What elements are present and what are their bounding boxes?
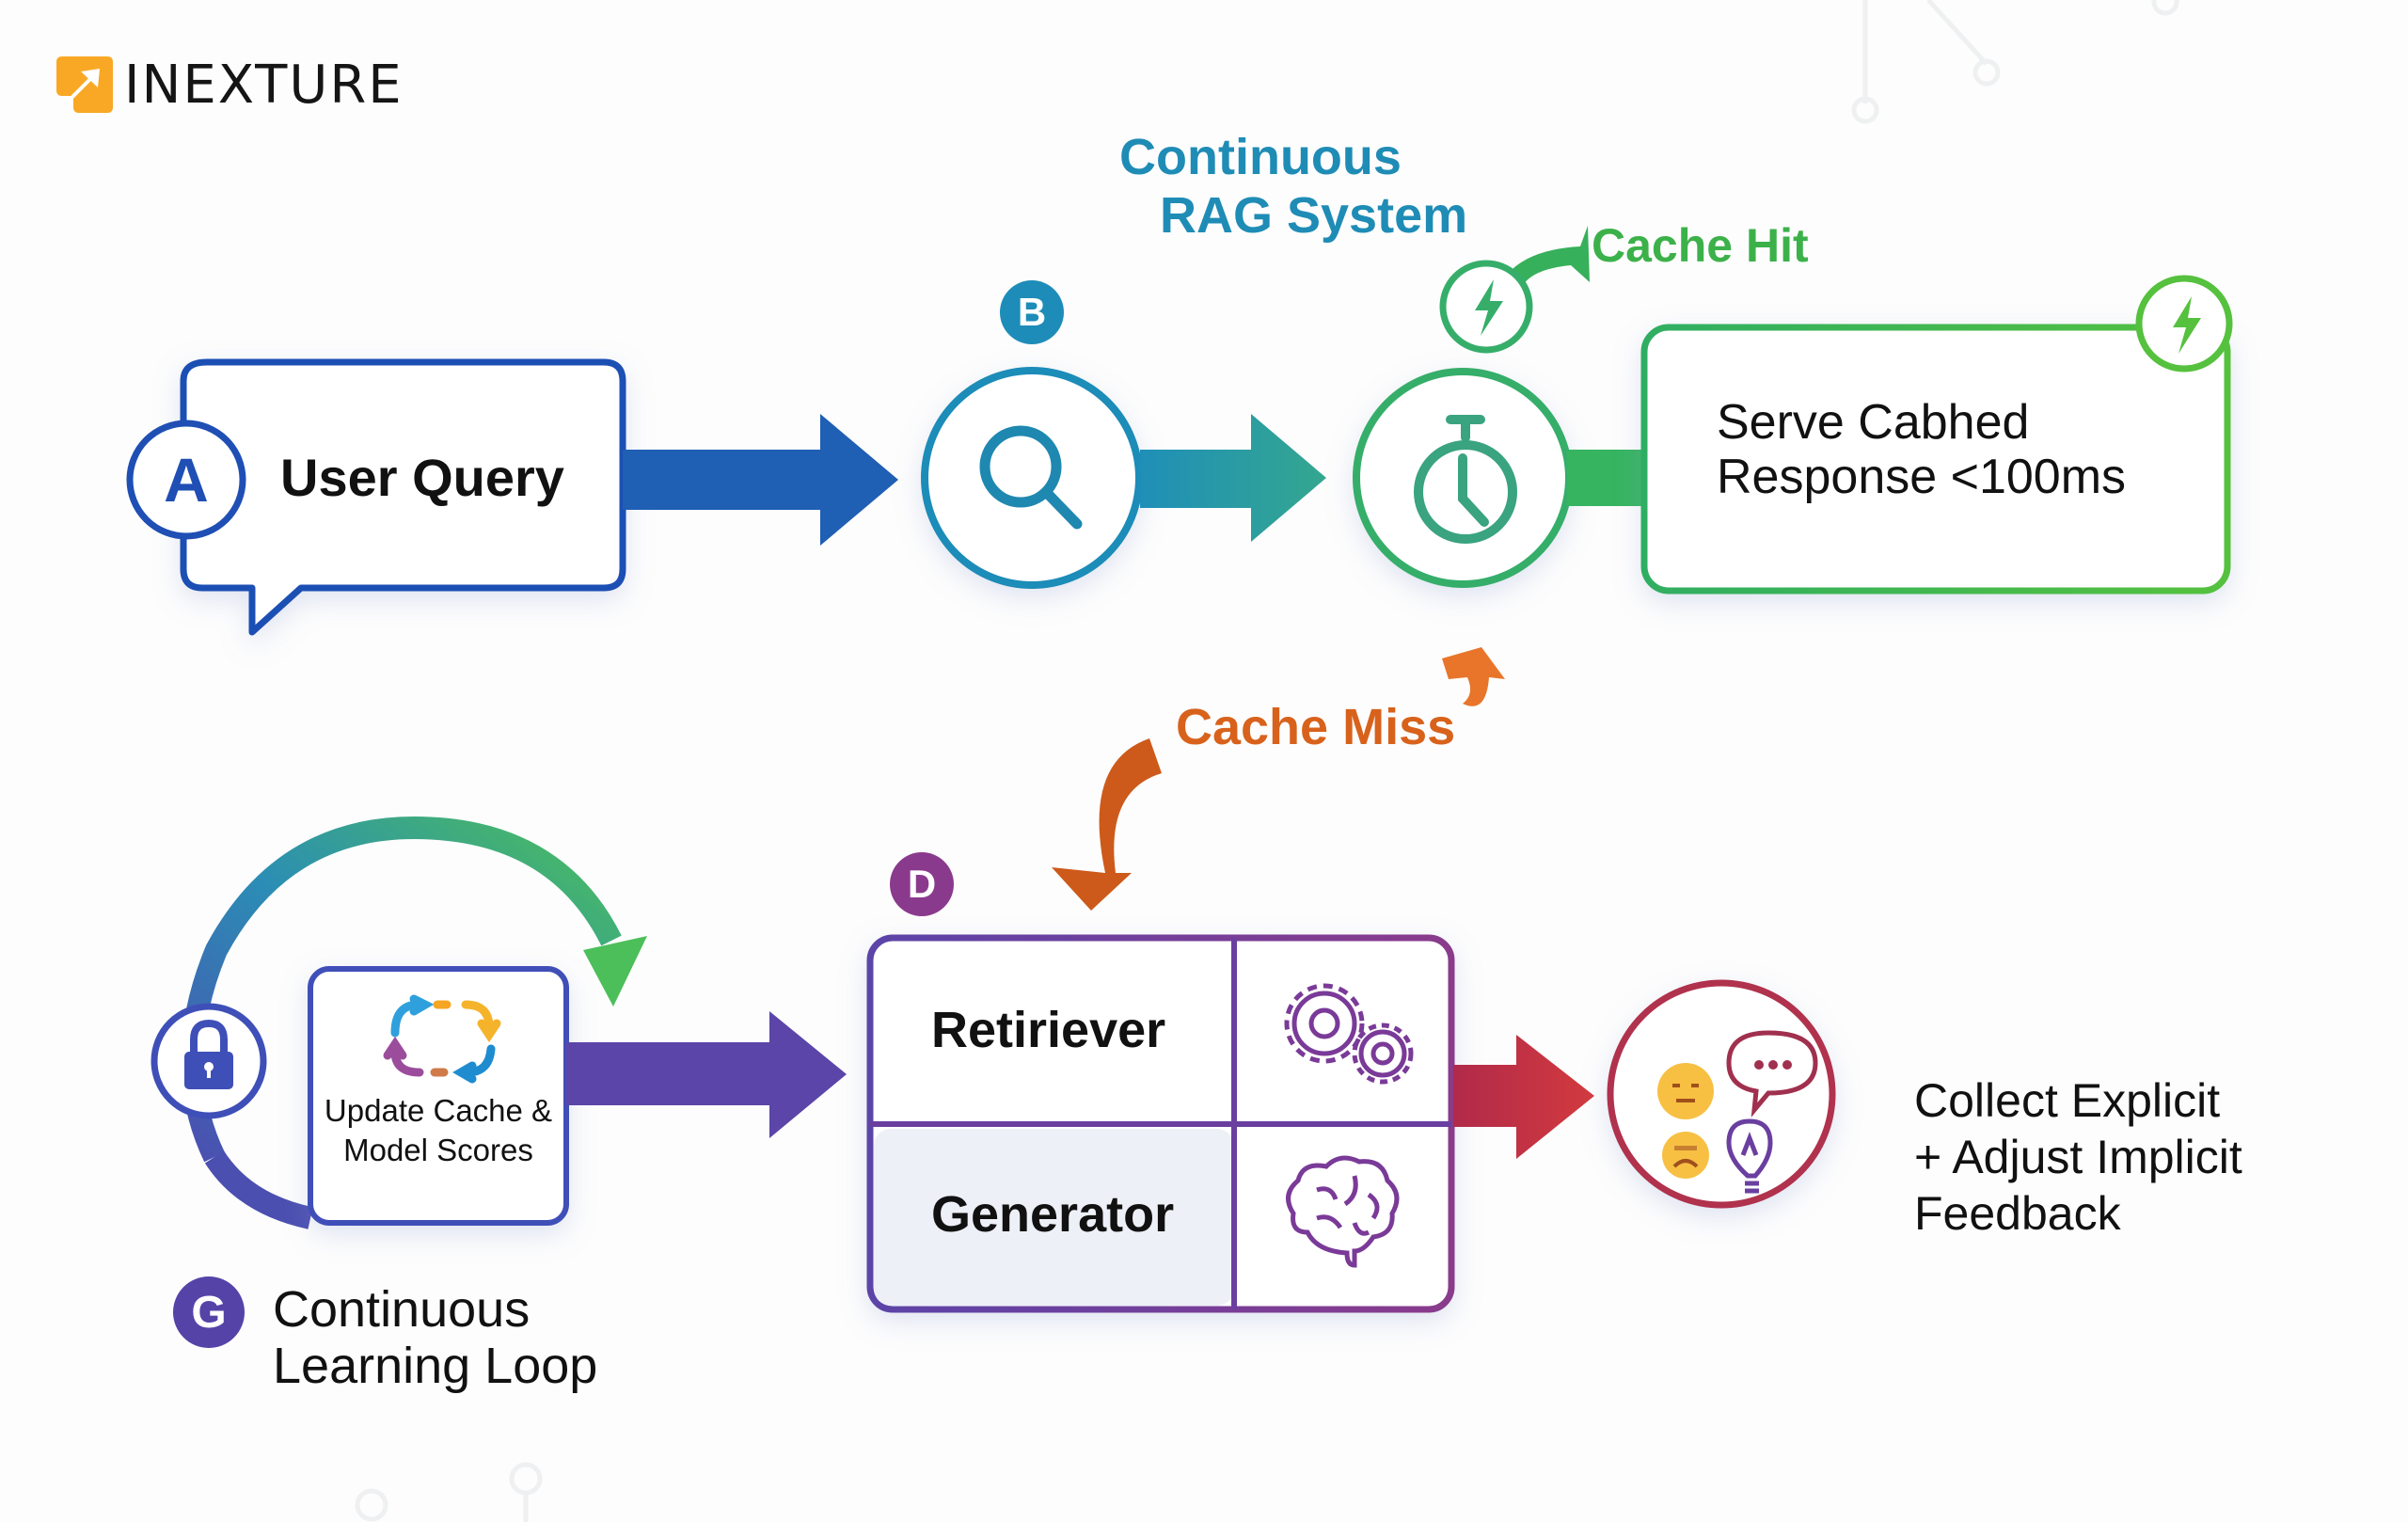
learning-loop-label: Continuous Learning Loop <box>273 1281 597 1394</box>
feedback-line1: Collect Explicit <box>1914 1074 2221 1127</box>
step-g-letter: G <box>191 1287 227 1338</box>
step-d-badge <box>890 852 954 916</box>
update-line2: Model Scores <box>343 1133 533 1167</box>
loop-arrowhead <box>583 936 647 1007</box>
step-b-badge <box>1000 280 1064 344</box>
logo-icon <box>56 56 113 113</box>
logo-text: INEXTURE <box>124 55 404 116</box>
diagram-title-line1: Continuous <box>1119 129 1402 185</box>
neutral-face-icon <box>1657 1063 1714 1119</box>
arrow-b-to-c <box>1140 414 1326 542</box>
step-a-letter: A <box>164 445 209 515</box>
arrow-loop-to-d <box>566 1011 847 1138</box>
step-g-badge <box>173 1276 245 1348</box>
speech-dots-icon <box>1726 1030 1818 1118</box>
arrow-a-to-b <box>623 414 898 546</box>
connector-c-to-serve <box>1567 450 1644 506</box>
serve-lightning-icon <box>2173 296 2201 354</box>
feedback-line3: Feedback <box>1914 1187 2121 1240</box>
update-cache-label: Update Cache & Model Scores <box>312 1091 564 1170</box>
sad-face-icon <box>1662 1132 1709 1179</box>
arrow-d-to-feedback <box>1453 1035 1594 1159</box>
feedback-line2: + Adjust Implicit <box>1914 1131 2242 1183</box>
generator-label: Generator <box>931 1186 1175 1243</box>
serve-cached-label: Serve Cabhed Response <100ms <box>1717 395 2126 504</box>
loop-line2: Learning Loop <box>273 1338 598 1394</box>
cache-miss-down-arrow <box>1052 738 1162 911</box>
loop-line1: Continuous <box>273 1281 531 1338</box>
serve-cached-box <box>1640 324 2231 595</box>
cache-miss-up-arrow <box>1442 647 1505 706</box>
retriever-label: Retiriever <box>931 1002 1166 1058</box>
generator-cell-bg <box>874 1129 1234 1306</box>
update-line1: Update Cache & <box>324 1093 553 1128</box>
lightbulb-icon <box>1726 1118 1773 1194</box>
user-query-bubble <box>180 358 626 636</box>
diagram-title-line2: RAG System <box>1160 187 1468 244</box>
lock-icon <box>184 1019 233 1089</box>
cache-hit-curved-arrow <box>1507 226 1590 287</box>
step-a-badge <box>126 420 246 540</box>
feedback-label: Collect Explicit + Adjust Implicit Feedb… <box>1914 1072 2242 1242</box>
gears-icon <box>1284 983 1414 1085</box>
stopwatch-icon <box>1414 415 1517 544</box>
search-icon <box>979 425 1083 530</box>
cache-hit-lightning-icon <box>1475 279 1503 336</box>
cache-miss-label: Cache Miss <box>1176 699 1456 755</box>
serve-line2: Response <100ms <box>1717 450 2127 504</box>
search-circle <box>921 367 1143 589</box>
serve-line1: Serve Cabhed <box>1717 395 2030 450</box>
step-b-letter: B <box>1017 290 1047 334</box>
feedback-circle <box>1607 979 1836 1209</box>
user-query-label: User Query <box>280 448 564 507</box>
step-d-letter: D <box>907 862 937 906</box>
cycle-arrows-icon <box>383 994 501 1084</box>
cache-hit-label: Cache Hit <box>1592 219 1809 272</box>
brain-icon <box>1286 1155 1400 1268</box>
